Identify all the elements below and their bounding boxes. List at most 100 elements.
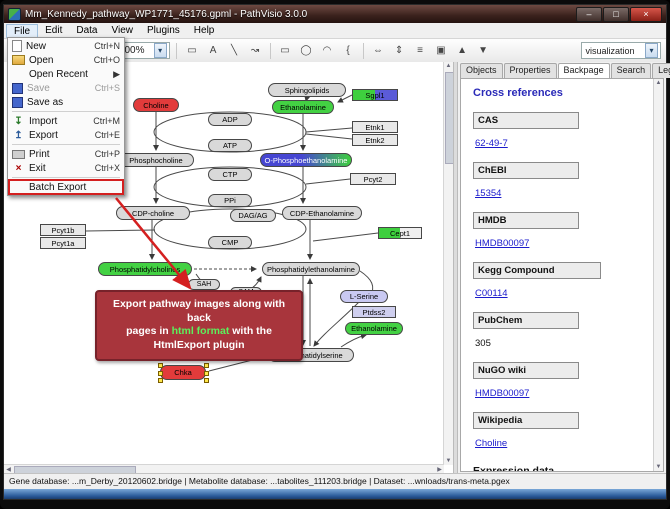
pathway-node-ethanolamine[interactable]: Ethanolamine: [345, 322, 403, 335]
line-tool-icon[interactable]: ╲: [231, 45, 238, 56]
chevron-down-icon[interactable]: ▾: [153, 43, 167, 58]
pathway-node-atp[interactable]: ATP: [208, 139, 252, 152]
chevron-down-icon[interactable]: ▾: [644, 43, 658, 58]
file-menu-item-open-recent[interactable]: Open Recent▶: [9, 67, 123, 81]
scroll-right-icon[interactable]: ▶: [437, 467, 442, 473]
selection-handle[interactable]: [158, 363, 163, 368]
pathway-node-etnk1[interactable]: Etnk1: [352, 121, 398, 133]
oval-tool-icon[interactable]: ◯: [300, 45, 312, 56]
selection-handle[interactable]: [158, 378, 163, 383]
backpage-link-hmdb00097[interactable]: HMDB00097: [475, 388, 530, 399]
stack-icon[interactable]: ≡: [417, 45, 423, 56]
zoom-select[interactable]: 100% ▾: [113, 42, 170, 59]
menu-view[interactable]: View: [111, 24, 133, 36]
pathway-node-cdp-choline[interactable]: CDP-choline: [116, 206, 190, 220]
scrollbar-thumb[interactable]: [14, 466, 136, 474]
scroll-down-icon[interactable]: ▼: [655, 464, 662, 470]
shortcut-label: Ctrl+M: [93, 116, 120, 126]
scroll-down-icon[interactable]: ▼: [445, 458, 452, 464]
backpage-link-62-49-7[interactable]: 62-49-7: [475, 138, 508, 149]
backpage-link-choline[interactable]: Choline: [475, 438, 508, 449]
maximize-button[interactable]: □: [603, 6, 629, 22]
scroll-left-icon[interactable]: ◀: [6, 467, 11, 473]
minimize-button[interactable]: –: [576, 6, 602, 22]
pathway-node-o-phosphoethanolamine[interactable]: O-Phosphoethanolamine: [260, 153, 352, 167]
pathway-node-cdp-ethanolamine[interactable]: CDP-Ethanolamine: [282, 206, 362, 220]
pathway-node-etnk2[interactable]: Etnk2: [352, 134, 398, 146]
backpage-heading: Cross references: [473, 87, 563, 99]
datanode-tool-icon[interactable]: ▭: [187, 45, 197, 56]
menu-edit[interactable]: Edit: [45, 24, 63, 36]
title-bar[interactable]: Mm_Kennedy_pathway_WP1771_45176.gpml - P…: [4, 5, 666, 23]
pathway-node-ptdss2[interactable]: Ptdss2: [352, 306, 396, 318]
scrollbar-thumb[interactable]: [445, 72, 453, 164]
shortcut-label: Ctrl+S: [94, 83, 120, 93]
pathway-node-adp[interactable]: ADP: [208, 113, 252, 126]
brace-tool-icon[interactable]: {: [346, 45, 350, 56]
tab-search[interactable]: Search: [610, 63, 652, 78]
pathway-node-sphingolipids[interactable]: Sphingolipids: [268, 83, 346, 97]
canvas-horizontal-scrollbar[interactable]: ◀ ▶: [4, 464, 444, 474]
backpage-link-hmdb00097[interactable]: HMDB00097: [475, 238, 530, 249]
pathway-node-chka[interactable]: Chka: [158, 363, 209, 383]
selection-handle[interactable]: [204, 378, 209, 383]
to-front-icon[interactable]: ▲: [457, 45, 467, 56]
backpage-link-c00114[interactable]: C00114: [475, 288, 508, 299]
menu-data[interactable]: Data: [76, 24, 98, 36]
pathway-node-choline[interactable]: Choline: [133, 98, 179, 112]
pathway-node-l-serine[interactable]: L-Serine: [340, 290, 388, 303]
scroll-up-icon[interactable]: ▲: [445, 63, 452, 69]
pathway-node-ctp[interactable]: CTP: [208, 168, 252, 181]
pathway-node-phosphatidylethanolamine[interactable]: Phosphatidylethanolamine: [262, 262, 360, 276]
file-menu-item-save-as[interactable]: Save as: [9, 95, 123, 109]
file-menu-item-batch-export[interactable]: Batch Export: [8, 179, 124, 195]
tab-objects[interactable]: Objects: [460, 63, 503, 78]
label-tool-icon[interactable]: A: [209, 45, 217, 56]
align-vertical-icon[interactable]: ⇕: [394, 45, 404, 56]
selection-handle[interactable]: [204, 371, 209, 376]
group-icon[interactable]: ▣: [436, 45, 446, 56]
to-back-icon[interactable]: ▼: [478, 45, 488, 56]
pathway-node-sgpl1[interactable]: Sgpl1: [352, 89, 398, 101]
pathway-node-phosphocholine[interactable]: Phosphocholine: [118, 153, 194, 167]
tab-backpage[interactable]: Backpage: [557, 63, 610, 78]
selection-handle[interactable]: [204, 363, 209, 368]
tab-properties[interactable]: Properties: [503, 63, 557, 78]
pathway-node-pcyt1a[interactable]: Pcyt1a: [40, 237, 86, 249]
backpage-link-15354[interactable]: 15354: [475, 188, 502, 199]
curve-tool-icon[interactable]: ↝: [250, 45, 260, 56]
pathway-node-pcyt1b[interactable]: Pcyt1b: [40, 224, 86, 236]
pathvisio-window: Mm_Kennedy_pathway_WP1771_45176.gpml - P…: [3, 4, 670, 500]
menu-file[interactable]: File: [6, 23, 39, 38]
canvas-vertical-scrollbar[interactable]: ▲ ▼: [443, 62, 453, 465]
visualization-select[interactable]: visualization ▾: [580, 42, 661, 59]
menu-help[interactable]: Help: [193, 24, 215, 36]
selection-handle[interactable]: [158, 371, 163, 376]
pathway-node-pcyt2[interactable]: Pcyt2: [350, 173, 396, 185]
rect-tool-icon[interactable]: ▭: [280, 45, 290, 56]
tab-legend[interactable]: Legend: [652, 63, 670, 78]
pathway-node-sah[interactable]: SAH: [188, 279, 220, 290]
panel-splitter[interactable]: [453, 62, 458, 474]
pathway-node-cmp[interactable]: CMP: [208, 236, 252, 249]
close-button[interactable]: ×: [630, 6, 662, 22]
pathway-node-dag-ag[interactable]: DAG/AG: [230, 209, 276, 222]
panel-scrollbar[interactable]: ▲ ▼: [653, 79, 663, 471]
arc-tool-icon[interactable]: ◠: [322, 45, 332, 56]
menu-plugins[interactable]: Plugins: [146, 24, 180, 36]
pathway-node-ethanolamine[interactable]: Ethanolamine: [272, 100, 334, 114]
shortcut-label: Ctrl+O: [93, 55, 120, 65]
align-horizontal-icon[interactable]: ⇔: [373, 45, 384, 56]
scroll-up-icon[interactable]: ▲: [655, 80, 662, 86]
pathway-node-cept1[interactable]: Cept1: [378, 227, 422, 239]
pathway-node-ppi[interactable]: PPi: [208, 194, 252, 207]
pathway-node-phosphatidylcholines[interactable]: Phosphatidylcholines: [98, 262, 192, 276]
